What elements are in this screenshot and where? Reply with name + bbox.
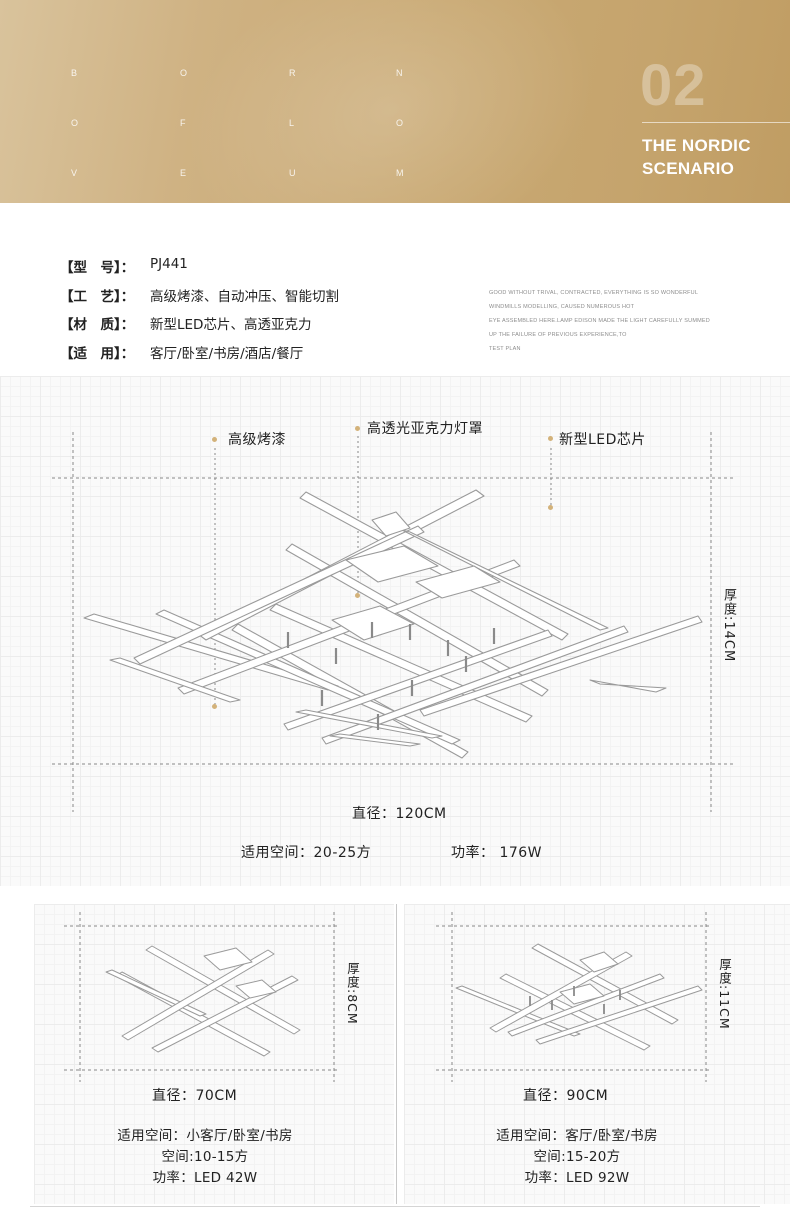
thickness-label: 厚度:11CM <box>717 958 732 1030</box>
english-line: UP THE FAILURE OF PREVIOUS EXPERIENCE,TO <box>489 332 627 338</box>
english-line: EYE ASSEMBLED HERE.LAMP EDISON MADE THE … <box>489 318 710 324</box>
callout-paint: 高级烤漆 <box>228 432 286 448</box>
main-lamp-drawing <box>83 489 703 759</box>
spec-value: 高级烤漆、自动冲压、智能切割 <box>150 288 339 305</box>
banner-letter: R <box>289 68 297 78</box>
spec-row-craft: 【工 艺】： 高级烤漆、自动冲压、智能切割 <box>60 285 339 314</box>
small-product-info: 适用空间：客厅/卧室/书房 空间:15-20方 功率：LED 92W <box>432 1126 722 1189</box>
banner-letter: N <box>396 68 404 78</box>
thickness-label: 厚度:14CM <box>721 588 736 663</box>
thickness-label: 厚度:8CM <box>345 962 360 1025</box>
callout-marker <box>355 593 360 598</box>
callout-led-chip: 新型LED芯片 <box>559 432 646 448</box>
section-divider <box>396 904 397 1204</box>
power-label: 功率： 176W <box>451 845 543 861</box>
banner-title-line: THE NORDIC <box>642 136 751 155</box>
english-line: TEST PLAN <box>489 346 521 352</box>
callout-leaders <box>214 436 552 706</box>
space-label: 适用空间：20-25方 <box>241 845 372 861</box>
banner-number: 02 <box>640 53 707 118</box>
banner-divider <box>642 122 790 123</box>
banner-letter: O <box>71 118 80 128</box>
lamp-posts <box>529 986 621 1014</box>
usage-line: 适用空间：客厅/卧室/书房 <box>496 1128 658 1144</box>
callout-marker <box>212 704 217 709</box>
header-banner: B O R N O F L O V E U M 02 THE NORDIC SC… <box>0 0 790 203</box>
spec-label: 【型 号】： <box>60 260 135 276</box>
banner-letter: O <box>180 68 189 78</box>
banner-title-line: SCENARIO <box>642 159 735 178</box>
space-line: 空间:10-15方 <box>161 1149 249 1165</box>
banner-letter: L <box>289 118 296 128</box>
small-product-info: 适用空间：小客厅/卧室/书房 空间:10-15方 功率：LED 42W <box>60 1126 350 1189</box>
power-line: 功率：LED 42W <box>152 1170 258 1186</box>
spec-row-usage: 【适 用】： 客厅/卧室/书房/酒店/餐厅 <box>60 342 339 371</box>
spec-row-material: 【材 质】： 新型LED芯片、高透亚克力 <box>60 313 339 342</box>
english-description: GOOD WITHOUT TRIVAL, CONTRACTED, EVERYTH… <box>489 286 729 356</box>
usage-line: 适用空间：小客厅/卧室/书房 <box>117 1128 293 1144</box>
banner-letter: U <box>289 168 297 178</box>
spec-label: 【适 用】： <box>60 345 135 362</box>
space-line: 空间:15-20方 <box>533 1149 621 1165</box>
lamp-posts <box>286 622 496 730</box>
banner-letter: V <box>71 168 79 178</box>
banner-letter: E <box>180 168 188 178</box>
power-line: 功率：LED 92W <box>524 1170 630 1186</box>
spec-list: 【型 号】： PJ441 【工 艺】： 高级烤漆、自动冲压、智能切割 【材 质】… <box>60 256 339 370</box>
spec-value: 客厅/卧室/书房/酒店/餐厅 <box>150 345 304 362</box>
callout-marker <box>355 426 360 431</box>
banner-letter: O <box>396 118 405 128</box>
diameter-label: 直径：120CM <box>352 806 447 822</box>
bottom-divider <box>30 1206 760 1207</box>
spec-label: 【材 质】： <box>60 317 135 333</box>
banner-letter: F <box>180 118 187 128</box>
small-lamp-90-drawing <box>455 943 703 1051</box>
banner-letter: M <box>396 168 405 178</box>
english-line: WINDMILLS MODELLING, CAUSED NUMEROUS HOT <box>489 304 635 310</box>
small-lamp-70-drawing <box>105 945 301 1057</box>
english-line: GOOD WITHOUT TRIVAL, CONTRACTED, EVERYTH… <box>489 290 699 296</box>
banner-title: THE NORDIC SCENARIO <box>642 134 790 180</box>
callout-marker <box>212 437 217 442</box>
callout-marker <box>548 436 553 441</box>
diameter-label: 直径：90CM <box>523 1088 609 1104</box>
spec-value: PJ441 <box>150 256 188 272</box>
spec-label: 【工 艺】： <box>60 288 135 305</box>
dimension-guides <box>64 912 340 1082</box>
dimension-guides <box>436 912 712 1082</box>
banner-letter: B <box>71 68 79 78</box>
callout-acrylic-shade: 高透光亚克力灯罩 <box>367 421 483 437</box>
callout-marker <box>548 505 553 510</box>
spec-value: 新型LED芯片、高透亚克力 <box>150 317 312 333</box>
spec-row-model: 【型 号】： PJ441 <box>60 256 339 285</box>
diameter-label: 直径：70CM <box>152 1088 238 1104</box>
